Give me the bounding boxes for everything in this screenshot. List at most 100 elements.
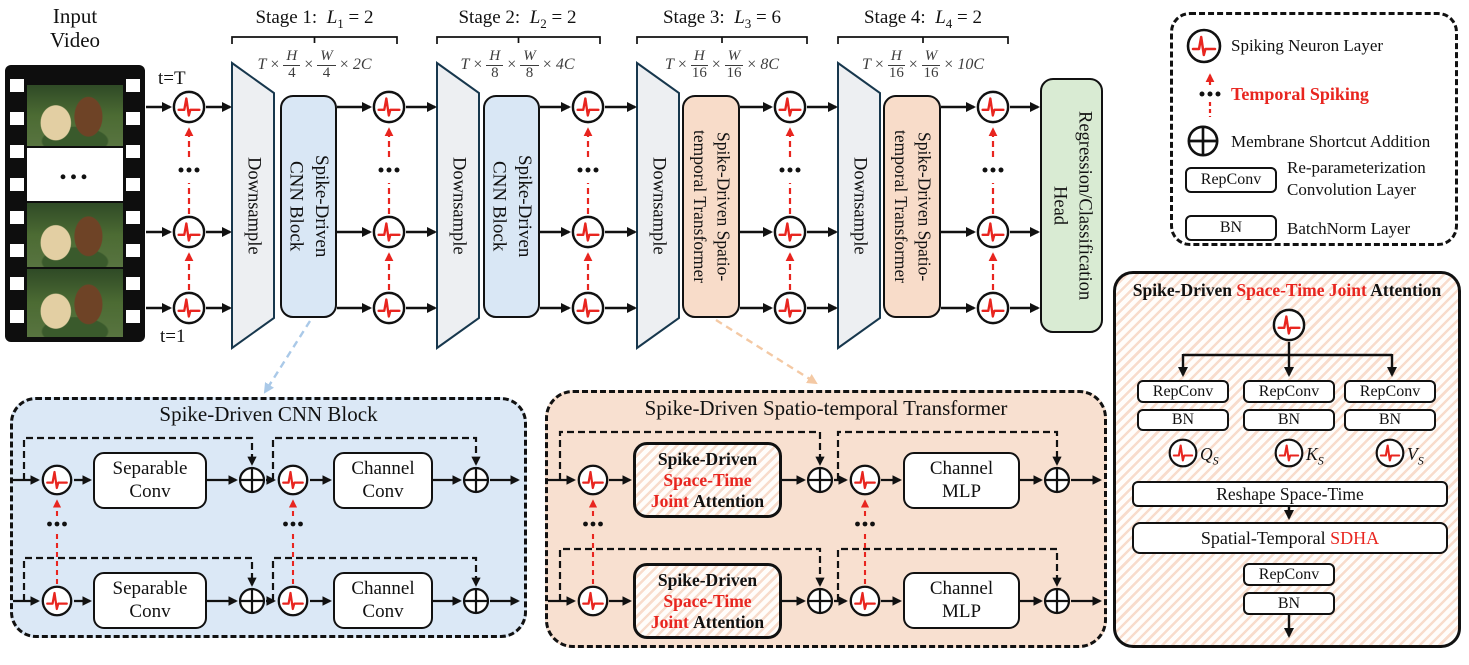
attention-panel-title: Spike-Driven Space-Time Joint Attention xyxy=(1132,280,1442,300)
spiking-neuron-icon xyxy=(372,215,406,249)
spiking-neuron-icon xyxy=(172,215,206,249)
spiking-neuron-icon xyxy=(172,291,206,325)
stage-2-header: Stage 2: L2 = 2 xyxy=(458,7,577,31)
spiking-neuron-icon xyxy=(372,90,406,124)
bn-box-k: BN xyxy=(1243,409,1335,431)
downsample-shape-1 xyxy=(231,61,275,350)
spiking-neuron-icon xyxy=(976,291,1010,325)
cnn-panel-dots xyxy=(47,521,303,527)
spiking-neuron-icon xyxy=(976,90,1010,124)
spiking-neuron-icon xyxy=(849,585,881,617)
transformer-callout-line xyxy=(715,318,818,385)
repconv-legend-box: RepConv xyxy=(1185,167,1277,193)
spiking-neuron-icon xyxy=(1168,438,1198,468)
repconv-legend-box-label: RepConv xyxy=(1200,171,1262,188)
temporal-spiking-arrows xyxy=(184,127,998,290)
legend-label-repconv-line1: Re-parameterization xyxy=(1287,158,1426,177)
spiking-neuron-icon xyxy=(976,215,1010,249)
legend-label-spiking-neuron: Spiking Neuron Layer xyxy=(1231,36,1384,55)
attention-panel-arrows xyxy=(1177,342,1398,639)
downsample-shape-4 xyxy=(837,61,881,350)
spiking-neuron-legend-icon xyxy=(1186,28,1222,64)
t-bottom-label: t=1 xyxy=(160,326,186,347)
repconv-box-q: RepConv xyxy=(1137,380,1229,403)
transformer-panel-skip-connections xyxy=(558,430,1062,601)
spiking-neuron-icon xyxy=(172,90,206,124)
temporal-spiking-legend-icon xyxy=(1199,73,1221,117)
cnn-panel-skip-connections xyxy=(22,436,481,601)
spiking-neuron-icon xyxy=(849,464,881,496)
film-sprocket-holes-right xyxy=(126,70,140,337)
repconv-box-k: RepConv xyxy=(1243,380,1335,403)
value-label: VS xyxy=(1407,444,1424,468)
spiking-neuron-icon xyxy=(571,291,605,325)
t-top-label: t=T xyxy=(158,68,186,89)
cnn-panel-title: Spike-Driven CNN Block xyxy=(159,402,378,426)
legend-label-temporal-spiking: Temporal Spiking xyxy=(1231,84,1369,104)
spiking-neuron-icon xyxy=(577,585,609,617)
stage-3-transformer-block: Spike-Driven Spatio-temporal Transformer xyxy=(682,95,740,318)
membrane-shortcut-icon xyxy=(1043,466,1071,494)
membrane-shortcut-icon xyxy=(806,466,834,494)
transformer-panel-dots xyxy=(583,521,875,527)
spiking-neuron-icon xyxy=(372,291,406,325)
query-label: QS xyxy=(1200,444,1219,468)
membrane-shortcut-legend-icon xyxy=(1187,125,1219,157)
membrane-shortcut-icon xyxy=(238,466,266,494)
spiking-neuron-icon xyxy=(571,215,605,249)
stage-3-header: Stage 3: L3 = 6 xyxy=(662,7,782,31)
stage-1-header: Stage 1: L1 = 2 xyxy=(255,7,374,31)
downsample-label-3: Downsample xyxy=(648,156,669,255)
downsample-shapes xyxy=(231,61,881,350)
downsample-shape-3 xyxy=(636,61,680,350)
transformer-panel-title: Spike-Driven Spatio-temporal Transformer xyxy=(644,396,1008,420)
legend-box: Spiking Neuron Layer Temporal Spiking Me… xyxy=(1170,12,1458,246)
spiking-neuron-icon xyxy=(773,291,807,325)
bn-legend-box: BN xyxy=(1185,215,1277,241)
downsample-label-2: Downsample xyxy=(448,156,469,255)
membrane-shortcut-icon xyxy=(1043,587,1071,615)
main-flow-arrows xyxy=(146,101,1041,314)
transformer-panel-temporal-arrows xyxy=(588,499,870,584)
spiking-neuron-icon xyxy=(571,90,605,124)
stage-4-header: Stage 4: L4 = 2 xyxy=(863,7,983,31)
downsample-label-4: Downsample xyxy=(849,156,870,255)
spiking-neuron-icon xyxy=(41,464,73,496)
spiking-neuron-icon xyxy=(277,585,309,617)
key-label: KS xyxy=(1306,444,1324,468)
spiking-neuron-icon xyxy=(773,215,807,249)
space-time-joint-attention-box: Spike-Driven Space-Time Joint Attention xyxy=(633,563,782,639)
video-frame xyxy=(27,203,123,267)
film-sprocket-holes-left xyxy=(10,70,24,337)
bn-legend-box-label: BN xyxy=(1219,219,1243,236)
spatial-temporal-sdha-box: Spatial-Temporal SDHA xyxy=(1132,522,1448,554)
space-time-joint-attention-box: Spike-Driven Space-Time Joint Attention xyxy=(633,442,782,518)
stage-4-transformer-block: Spike-Driven Spatio-temporal Transformer xyxy=(883,95,941,318)
stage-brackets xyxy=(231,36,1009,44)
reshape-space-time-box: Reshape Space-Time xyxy=(1132,481,1448,507)
bn-box-v: BN xyxy=(1344,409,1436,431)
cnn-panel-temporal-arrows xyxy=(52,499,298,584)
spiking-neuron-icon xyxy=(773,90,807,124)
spiking-neuron-icon xyxy=(277,464,309,496)
spiking-neuron-icon xyxy=(41,585,73,617)
cnn-panel-arrows xyxy=(13,475,520,606)
membrane-shortcut-icon xyxy=(462,466,490,494)
spiking-neuron-icon xyxy=(577,464,609,496)
membrane-shortcut-icon xyxy=(238,587,266,615)
video-frame-ellipsis: ... xyxy=(27,148,123,201)
